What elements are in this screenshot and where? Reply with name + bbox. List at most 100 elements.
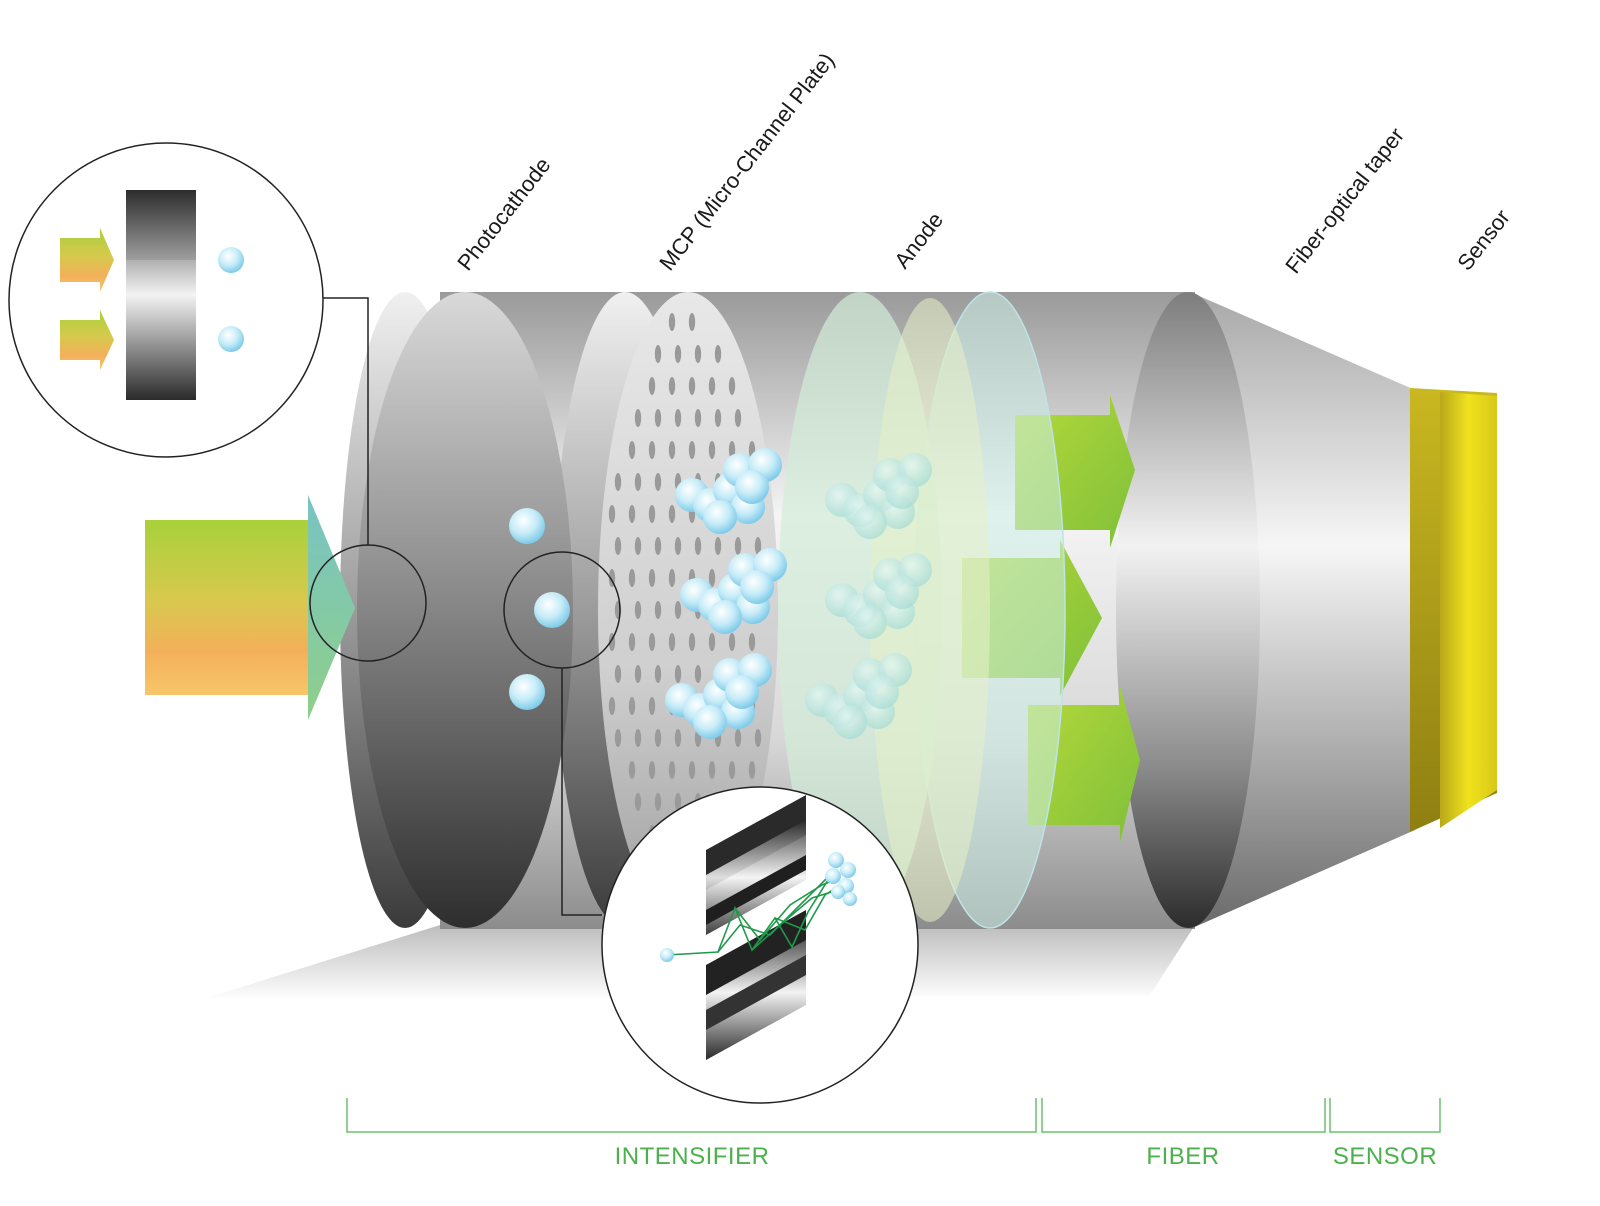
mcp-channel-hole (688, 441, 696, 459)
mcp-channel-hole (688, 377, 696, 395)
mcp-channel-hole (734, 729, 742, 747)
mcp-channel-hole (688, 633, 696, 651)
electron (735, 470, 769, 504)
photocathode-disk (340, 292, 573, 928)
bracket-sensor (1329, 1098, 1441, 1133)
electron (693, 705, 727, 739)
mcp-channel-hole (654, 537, 662, 555)
mcp-channel-hole (654, 601, 662, 619)
electron (853, 605, 887, 639)
mcp-channel-hole (674, 729, 682, 747)
mcp-channel-hole (654, 473, 662, 491)
label-anode: Anode (889, 208, 948, 274)
mcp-channel-hole (614, 537, 622, 555)
section-label-intensifier: INTENSIFIER (615, 1143, 770, 1170)
input-light-arrow (145, 495, 355, 720)
mcp-disk (553, 292, 778, 928)
electron (725, 675, 759, 709)
mcp-channel-hole (694, 345, 702, 363)
mcp-channel-hole (634, 729, 642, 747)
electron (740, 570, 774, 604)
mcp-channel-hole (668, 505, 676, 523)
bracket-fiber (1041, 1098, 1326, 1133)
mcp-channel-hole (628, 633, 636, 651)
mcp-channel-hole (654, 665, 662, 683)
mcp-channel-hole (608, 505, 616, 523)
mcp-channel-hole (708, 633, 716, 651)
mcp-channel-hole (634, 793, 642, 811)
electron (833, 705, 867, 739)
mcp-channel-hole (674, 537, 682, 555)
mcp-channel-hole (688, 313, 696, 331)
mcp-channel-hole (634, 409, 642, 427)
mcp-channel-hole (714, 345, 722, 363)
mcp-channel-hole (628, 761, 636, 779)
mcp-channel-hole (648, 633, 656, 651)
mcp-channel-hole (688, 761, 696, 779)
mcp-channel-hole (714, 537, 722, 555)
label-mcp: MCP (Micro-Channel Plate) (654, 48, 839, 275)
mcp-channel-hole (748, 633, 756, 651)
mcp-channel-hole (648, 505, 656, 523)
mcp-channel-hole (634, 601, 642, 619)
mcp-channel-hole (708, 761, 716, 779)
mcp-channel-hole (708, 377, 716, 395)
section-brackets (346, 1098, 1441, 1133)
mcp-channel-hole (648, 697, 656, 715)
mcp-channel-hole (734, 409, 742, 427)
mcp-channel-hole (674, 409, 682, 427)
mcp-channel-hole (634, 665, 642, 683)
mcp-channel-hole (608, 697, 616, 715)
mcp-channel-hole (674, 345, 682, 363)
mcp-channel-hole (708, 441, 716, 459)
mcp-channel-hole (634, 473, 642, 491)
mcp-channel-hole (668, 633, 676, 651)
section-label-sensor: SENSOR (1333, 1143, 1437, 1170)
mcp-channel-hole (634, 537, 642, 555)
mcp-channel-hole (708, 569, 716, 587)
mcp-channel-hole (668, 569, 676, 587)
leader-line-bottom (561, 668, 602, 916)
electron (865, 675, 899, 709)
mcp-channel-hole (748, 761, 756, 779)
photoelectrons (509, 508, 570, 710)
mcp-channel-hole (674, 793, 682, 811)
mcp-channel-hole (654, 729, 662, 747)
label-fiber-optical-taper: Fiber-optical taper (1280, 123, 1409, 278)
electron (703, 500, 737, 534)
mcp-channel-hole (668, 313, 676, 331)
electron (708, 600, 742, 634)
mcp-channel-hole (754, 537, 762, 555)
electron (853, 505, 887, 539)
mcp-channel-hole (654, 345, 662, 363)
mcp-channel-hole (628, 697, 636, 715)
section-label-fiber: FIBER (1146, 1143, 1219, 1170)
zoom-inset-mcp-channel (601, 786, 919, 1104)
mcp-channel-hole (694, 537, 702, 555)
mcp-channel-hole (628, 569, 636, 587)
mcp-channel-hole (668, 441, 676, 459)
mcp-channel-hole (614, 473, 622, 491)
mcp-channel-hole (728, 761, 736, 779)
bracket-intensifier (346, 1098, 1037, 1133)
mcp-channel-hole (734, 537, 742, 555)
mcp-channel-hole (674, 665, 682, 683)
label-sensor: Sensor (1452, 205, 1515, 275)
mcp-channel-hole (728, 633, 736, 651)
mcp-channel-hole (694, 409, 702, 427)
mcp-channel-hole (648, 761, 656, 779)
mcp-channel-hole (654, 793, 662, 811)
fiber-taper-face (1116, 292, 1260, 928)
mcp-channel-hole (614, 665, 622, 683)
mcp-channel-hole (754, 729, 762, 747)
mcp-channel-hole (668, 377, 676, 395)
mcp-channel-hole (714, 409, 722, 427)
sensor-block (1410, 388, 1497, 832)
mcp-channel-hole (654, 409, 662, 427)
mcp-channel-hole (614, 729, 622, 747)
mcp-channel-hole (648, 377, 656, 395)
mcp-channel-hole (648, 569, 656, 587)
label-photocathode: Photocathode (452, 153, 555, 275)
electron (885, 575, 919, 609)
